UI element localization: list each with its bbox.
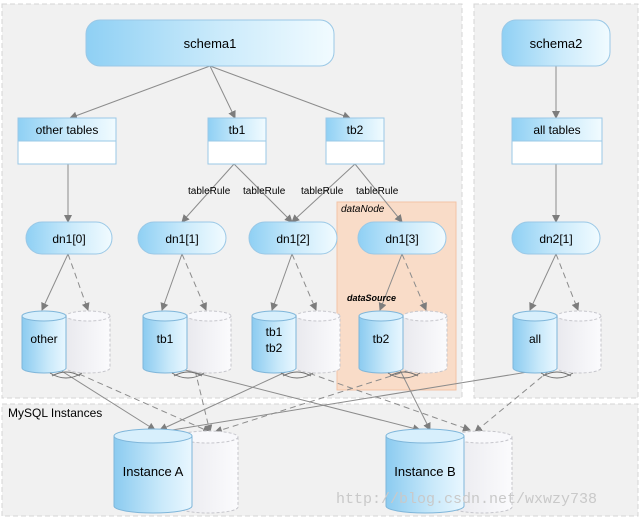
- schema1-label: schema1: [184, 36, 237, 51]
- schema1-node: schema1: [85, 19, 335, 67]
- table-tb1-label: tb1: [229, 123, 246, 137]
- table-tb2: tb2: [325, 117, 385, 165]
- db-tb1-label: tb1: [157, 332, 174, 346]
- table-rule-4: tableRule: [356, 186, 399, 197]
- db-tb1-tb2: tb1 tb2: [251, 310, 297, 374]
- instance-b-label: Instance B: [394, 464, 455, 479]
- mysql-panel: [1, 403, 639, 517]
- instance-a-ghost: [177, 430, 239, 514]
- schema2-node: schema2: [501, 19, 611, 67]
- dn1-3-node: dn1[3]: [357, 221, 447, 255]
- instance-b-ghost: [451, 430, 513, 514]
- table-other-label: other tables: [36, 123, 99, 137]
- table-all: all tables: [511, 117, 603, 165]
- table-all-label: all tables: [533, 123, 580, 137]
- dn1-3-label: dn1[3]: [385, 232, 418, 246]
- connectors-schema: [64, 65, 560, 223]
- mysql-instances-label: MySQL Instances: [8, 406, 102, 420]
- table-rule-1: tableRule: [188, 186, 231, 197]
- instance-a-label: Instance A: [123, 464, 184, 479]
- db-ghost-3: [295, 310, 341, 374]
- db-tb2-label: tb2: [373, 332, 390, 346]
- table-tb1: tb1: [207, 117, 267, 165]
- replication-icons: [49, 371, 574, 379]
- dn1-0-label: dn1[0]: [52, 232, 85, 246]
- table-other: other tables: [17, 117, 117, 165]
- db-ghost-1: [65, 310, 111, 374]
- db-ghost-5: [556, 310, 602, 374]
- datanode-label: dataNode: [341, 204, 385, 215]
- dn1-1-label: dn1[1]: [165, 232, 198, 246]
- db-tb1-tb2-label-1: tb1: [266, 325, 283, 339]
- db-tb1: tb1: [142, 310, 188, 374]
- db-all: all: [512, 310, 558, 374]
- db-tb1-tb2-label-2: tb2: [266, 341, 283, 355]
- db-other: other: [21, 310, 67, 374]
- db-other-label: other: [30, 332, 57, 346]
- dn1-0-node: dn1[0]: [25, 221, 113, 255]
- datasource-label: dataSource: [347, 293, 396, 303]
- db-ghost-4: [402, 310, 448, 374]
- dn1-2-label: dn1[2]: [276, 232, 309, 246]
- table-tb2-label: tb2: [347, 123, 364, 137]
- schema2-label: schema2: [530, 36, 583, 51]
- db-ghost-2: [186, 310, 232, 374]
- table-rule-2: tableRule: [243, 186, 286, 197]
- connectors-instances: [59, 369, 551, 435]
- db-all-label: all: [529, 332, 541, 346]
- watermark: http://blog.csdn.net/wxwzy738: [336, 491, 597, 508]
- instance-b: Instance B: [385, 428, 465, 514]
- table-rule-3: tableRule: [301, 186, 344, 197]
- dn2-1-label: dn2[1]: [539, 232, 572, 246]
- dn2-1-node: dn2[1]: [511, 221, 601, 255]
- connectors-dn: [41, 253, 580, 311]
- db-tb2: tb2: [358, 310, 404, 374]
- dn1-2-node: dn1[2]: [248, 221, 338, 255]
- dn1-1-node: dn1[1]: [137, 221, 227, 255]
- instance-a: Instance A: [113, 428, 193, 514]
